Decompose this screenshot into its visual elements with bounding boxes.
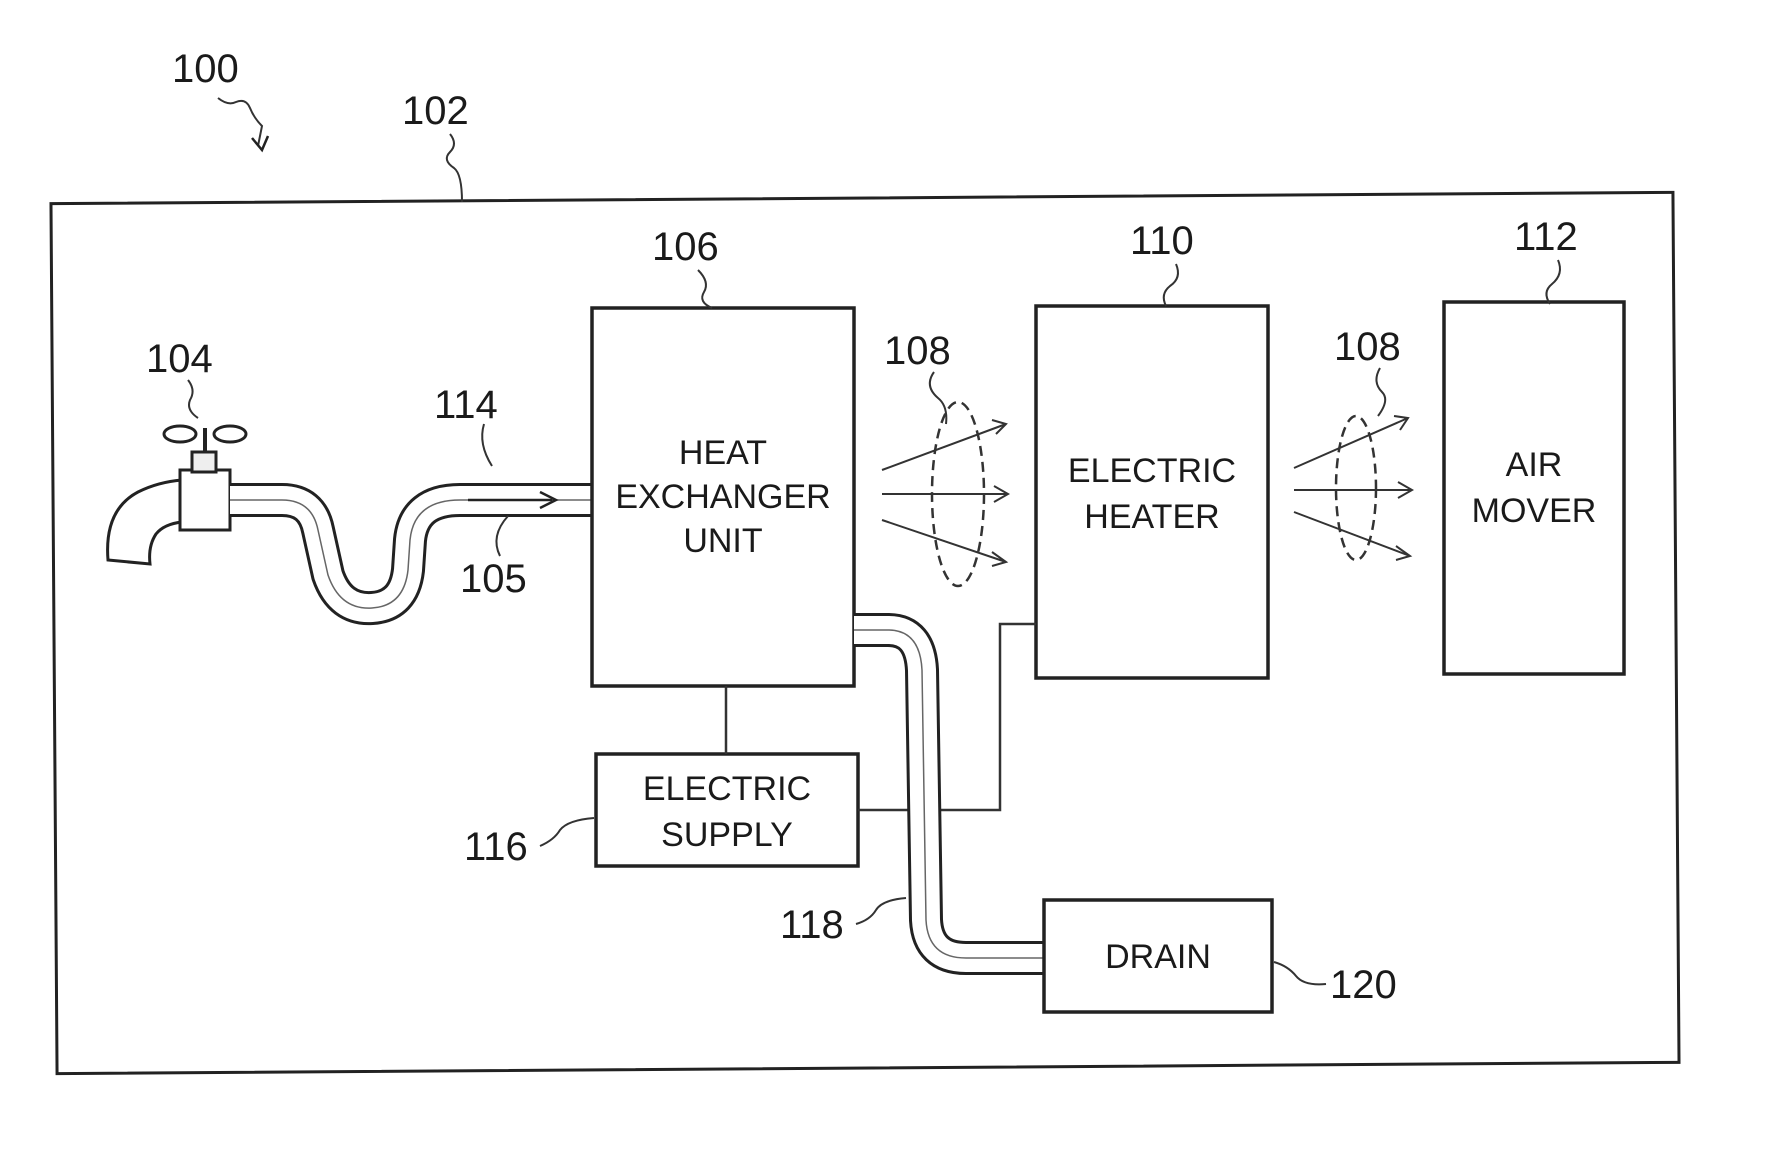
electric-heater-leader [1164,264,1178,306]
airflow-right-leader [1376,368,1385,416]
drain-ref: 120 [1330,963,1397,1007]
electric-heater-ref: 110 [1130,219,1194,263]
electric-supply-ref: 116 [464,825,528,869]
drain-pipe-ref: 118 [780,903,844,947]
drain-label: DRAIN [1105,938,1211,976]
faucet-ref: 104 [146,337,213,381]
heat-exchanger-label-1: HEAT [679,434,767,472]
inlet-pipe-ref: 114 [434,383,498,427]
airflow-right-ref: 108 [1334,325,1401,369]
enclosure-leader [447,134,462,202]
inlet-pipe-leader [482,424,492,466]
drain-leader [1274,962,1326,984]
electric-supply-label-2: SUPPLY [661,816,793,854]
faucet-leader [188,380,198,418]
air-mover-ref: 112 [1514,215,1578,259]
heat-exchanger-leader [698,270,712,308]
air-mover-label-1: AIR [1506,446,1563,484]
figure-number-leader [218,98,262,146]
drain-pipe [854,630,1044,958]
electric-supply-label-1: ELECTRIC [643,770,811,808]
drain-pipe-leader [856,898,906,924]
air-mover-box [1444,302,1624,674]
electric-heater-label-2: HEATER [1084,498,1219,536]
air-mover-label-2: MOVER [1472,492,1597,530]
electric-heater-label-1: ELECTRIC [1068,452,1236,490]
heat-exchanger-label-3: UNIT [683,522,762,560]
inlet-pipe [230,500,592,608]
faucet-icon [108,426,246,564]
figure-number-label: 100 [172,47,239,91]
water-flow-leader [496,516,508,556]
electric-supply-leader [540,818,594,846]
electric-heater-box [1036,306,1268,678]
airflow-left-ref: 108 [884,329,951,373]
airflow-left-arrows [882,402,1008,586]
airflow-right-arrows [1294,416,1412,560]
water-flow-ref: 105 [460,557,527,601]
air-mover-leader [1546,260,1560,304]
heat-exchanger-label-2: EXCHANGER [615,478,830,516]
enclosure-ref: 102 [402,89,469,133]
heat-exchanger-ref: 106 [652,225,719,269]
